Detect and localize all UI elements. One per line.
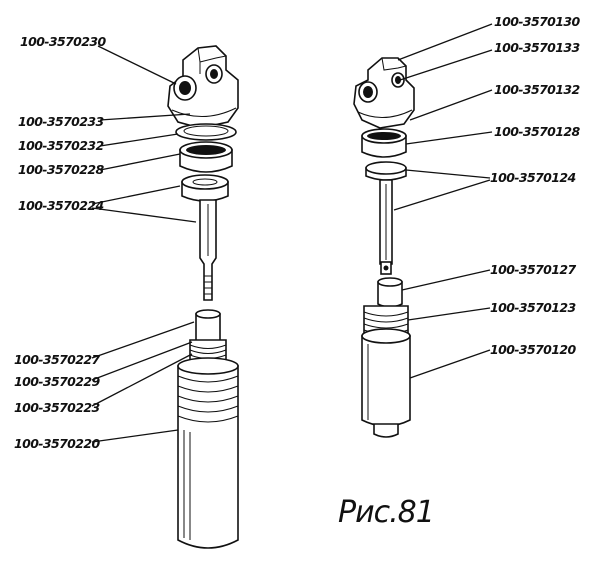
figure-caption: Рис.81 (338, 495, 434, 530)
right-seal-part (361, 128, 407, 158)
label-100-3570130: 100-3570130 (494, 14, 580, 29)
right-sleeve-part (377, 277, 403, 308)
label-100-3570227: 100-3570227 (14, 352, 100, 367)
left-labels: 100-3570230 100-3570233 100-3570232 100-… (14, 34, 107, 451)
right-labels: 100-3570130 100-3570133 100-3570132 100-… (490, 14, 581, 357)
left-washer-part (175, 123, 237, 141)
left-sleeve-part (195, 309, 221, 344)
left-rod-part (199, 199, 217, 301)
right-rod-part (379, 179, 393, 275)
label-100-3570232: 100-3570232 (18, 138, 104, 153)
label-100-3570233: 100-3570233 (18, 114, 104, 129)
label-100-3570132: 100-3570132 (494, 82, 580, 97)
right-cylinder-part (361, 328, 411, 438)
label-100-3570220: 100-3570220 (14, 436, 100, 451)
label-100-3570133: 100-3570133 (494, 40, 580, 55)
left-seal-part (179, 141, 233, 173)
left-head-part (167, 45, 239, 129)
left-spacer-part (181, 174, 229, 202)
right-washer-part (365, 161, 407, 181)
label-100-3570230: 100-3570230 (20, 34, 106, 49)
label-100-3570128: 100-3570128 (494, 124, 580, 139)
label-100-3570124: 100-3570124 (490, 170, 576, 185)
label-100-3570123: 100-3570123 (490, 300, 576, 315)
label-100-3570127: 100-3570127 (490, 262, 576, 277)
right-head-part (353, 57, 415, 129)
left-cylinder-part (177, 357, 239, 549)
leader-lines (91, 23, 493, 443)
label-100-3570228: 100-3570228 (18, 162, 104, 177)
label-100-3570120: 100-3570120 (490, 342, 576, 357)
label-100-3570223: 100-3570223 (14, 400, 100, 415)
right-assembly (353, 57, 415, 438)
left-assembly (167, 45, 239, 549)
label-100-3570224: 100-3570224 (18, 198, 104, 213)
label-100-3570229: 100-3570229 (14, 374, 100, 389)
